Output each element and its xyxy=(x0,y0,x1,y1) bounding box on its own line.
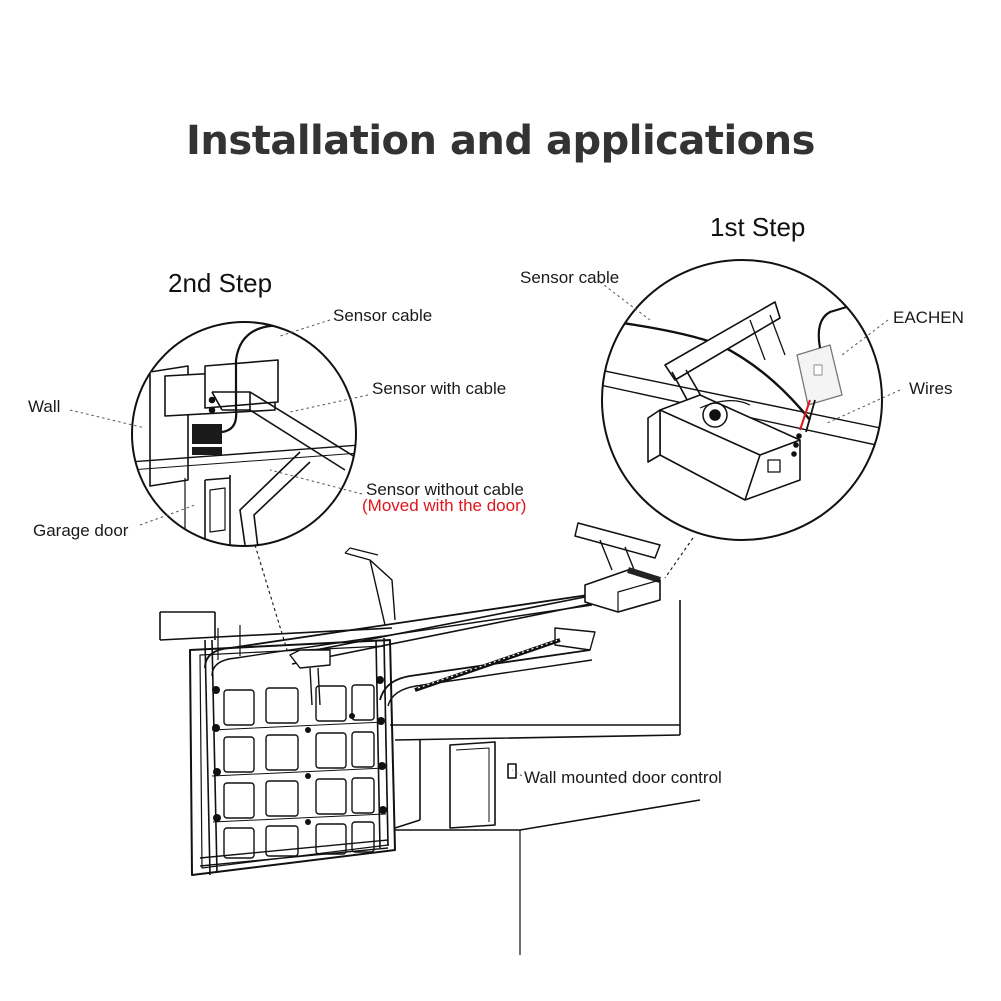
label-moved-with-door: (Moved with the door) xyxy=(362,496,527,515)
page-title: Installation and applications xyxy=(186,118,815,164)
label-eachen: EACHEN xyxy=(893,308,964,327)
label-garage-door: Garage door xyxy=(33,521,129,540)
step-1-heading: 1st Step xyxy=(710,212,806,242)
label-sensor-cable-left: Sensor cable xyxy=(333,306,433,325)
label-wires: Wires xyxy=(909,379,953,398)
label-sensor-with-cable: Sensor with cable xyxy=(372,379,507,398)
label-sensor-cable-right: Sensor cable xyxy=(520,268,620,287)
label-wall: Wall xyxy=(28,397,61,416)
garage-scene xyxy=(159,522,701,955)
label-wall-mounted-control: Wall mounted door control xyxy=(524,768,722,787)
step-2-heading: 2nd Step xyxy=(168,268,273,298)
label-sensor-without-cable: Sensor without cable xyxy=(366,480,524,499)
